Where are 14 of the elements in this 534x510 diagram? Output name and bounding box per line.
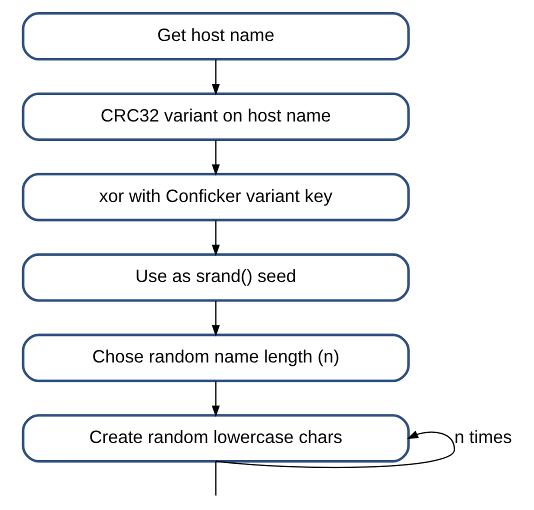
arrow [211,381,220,418]
node-box: Use as srand() seed [21,253,410,302]
arrow [211,300,220,337]
arrow [211,60,220,96]
node-box: Get host name [21,12,410,61]
edge-label: n times [454,427,512,448]
node-box: Create random lowercase chars [21,414,410,463]
arrow [211,140,220,176]
arrow [211,220,220,256]
connector [214,461,216,496]
arrow [215,430,455,468]
node-box: Chose random name length (n) [21,334,410,382]
node-box: xor with Conficker variant key [21,172,410,222]
node-box: CRC32 variant on host name [21,92,410,141]
